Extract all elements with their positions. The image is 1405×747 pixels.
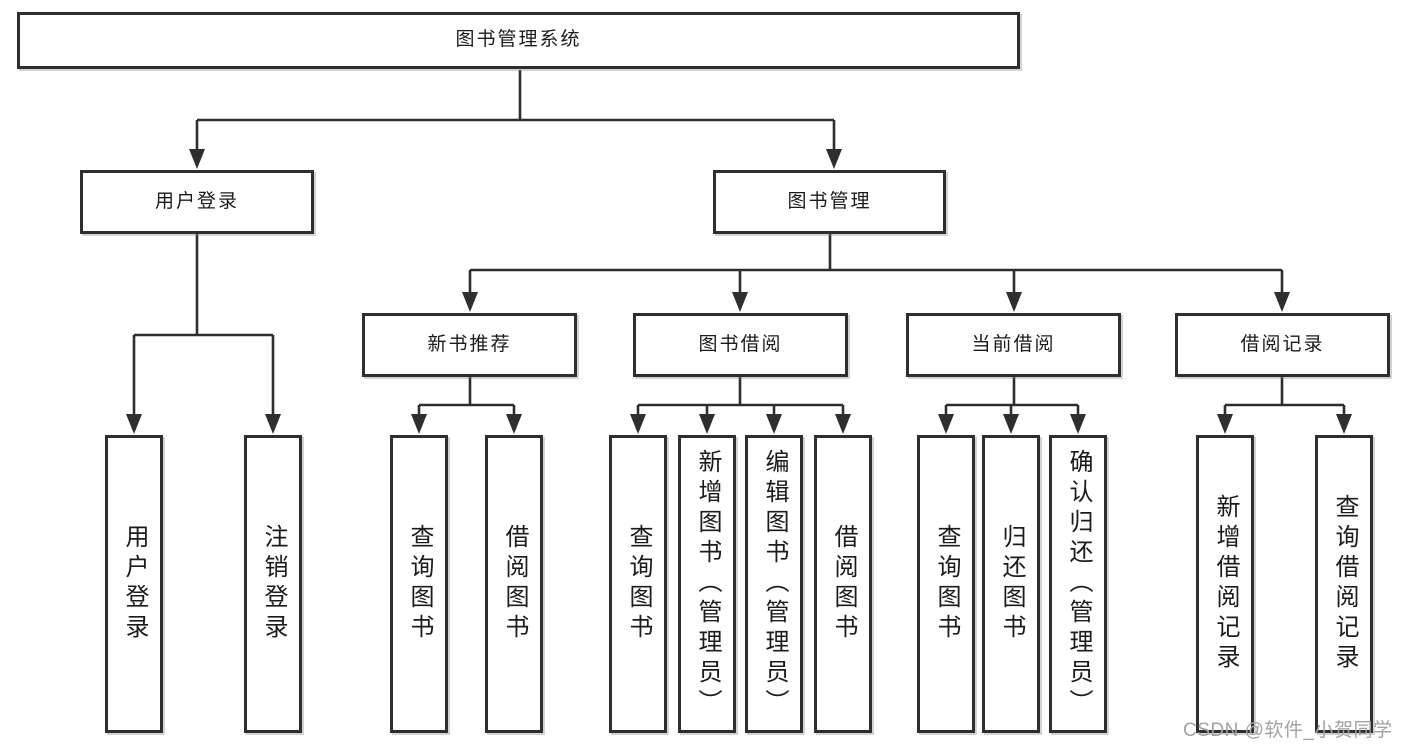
node-book-management-system: 图书管理系统 <box>17 12 1020 69</box>
watermark: CSDN @软件_小贺同学 <box>1183 720 1393 741</box>
leaf-edit-book-admin: 编辑图书（管理员） <box>745 435 803 733</box>
leaf-label: 新增借阅记录 <box>1212 494 1239 674</box>
leaf-label: 用户登录 <box>121 524 148 644</box>
node-book-management: 图书管理 <box>713 170 946 234</box>
edge-current-children <box>944 377 1080 417</box>
leaf-label: 查询图书 <box>625 524 652 644</box>
leaf-query-books-recommend: 查询图书 <box>390 435 448 733</box>
node-borrowing-records: 借阅记录 <box>1175 313 1390 377</box>
leaf-label: 查询借阅记录 <box>1331 494 1358 674</box>
leaf-user-login: 用户登录 <box>105 435 163 733</box>
leaf-add-book-admin: 新增图书（管理员） <box>678 435 736 733</box>
leaf-label: 查询图书 <box>933 524 960 644</box>
leaf-confirm-return-admin: 确认归还（管理员） <box>1049 435 1107 733</box>
leaf-label: 借阅图书 <box>501 524 528 644</box>
node-label: 图书管理 <box>787 190 872 212</box>
edge-records-children <box>1223 377 1346 417</box>
leaf-borrow-books-recommend: 借阅图书 <box>485 435 543 733</box>
leaf-label: 归还图书 <box>998 524 1025 644</box>
node-label: 图书管理系统 <box>455 29 582 51</box>
edge-borrowing-children <box>636 377 845 417</box>
leaf-borrow-books-borrowing: 借阅图书 <box>814 435 872 733</box>
leaf-query-books-current: 查询图书 <box>917 435 975 733</box>
node-user-login: 用户登录 <box>80 170 314 234</box>
leaf-label: 借阅图书 <box>830 524 857 644</box>
node-label: 新书推荐 <box>427 333 512 355</box>
leaf-return-books: 归还图书 <box>982 435 1040 733</box>
leaf-query-borrow-record: 查询借阅记录 <box>1315 435 1373 733</box>
node-label: 图书借阅 <box>698 333 783 355</box>
node-label: 用户登录 <box>154 190 239 212</box>
leaf-add-borrow-record: 新增借阅记录 <box>1196 435 1254 733</box>
edge-root-to-level2 <box>195 70 836 151</box>
leaf-label: 新增图书（管理员） <box>694 449 721 719</box>
leaf-query-books-borrowing: 查询图书 <box>609 435 667 733</box>
edge-book-management-children <box>468 234 1284 294</box>
leaf-label: 查询图书 <box>406 524 433 644</box>
node-label: 当前借阅 <box>971 333 1056 355</box>
node-current-borrowing: 当前借阅 <box>906 313 1121 377</box>
edge-user-login-children <box>132 234 275 417</box>
arrowheads <box>126 149 1352 434</box>
leaf-label: 编辑图书（管理员） <box>761 449 788 719</box>
leaf-logout: 注销登录 <box>244 435 302 733</box>
edge-recommend-children <box>417 377 516 417</box>
node-book-borrowing: 图书借阅 <box>633 313 848 377</box>
node-new-book-recommendation: 新书推荐 <box>362 313 577 377</box>
leaf-label: 注销登录 <box>260 524 287 644</box>
node-label: 借阅记录 <box>1240 333 1325 355</box>
leaf-label: 确认归还（管理员） <box>1065 449 1092 719</box>
